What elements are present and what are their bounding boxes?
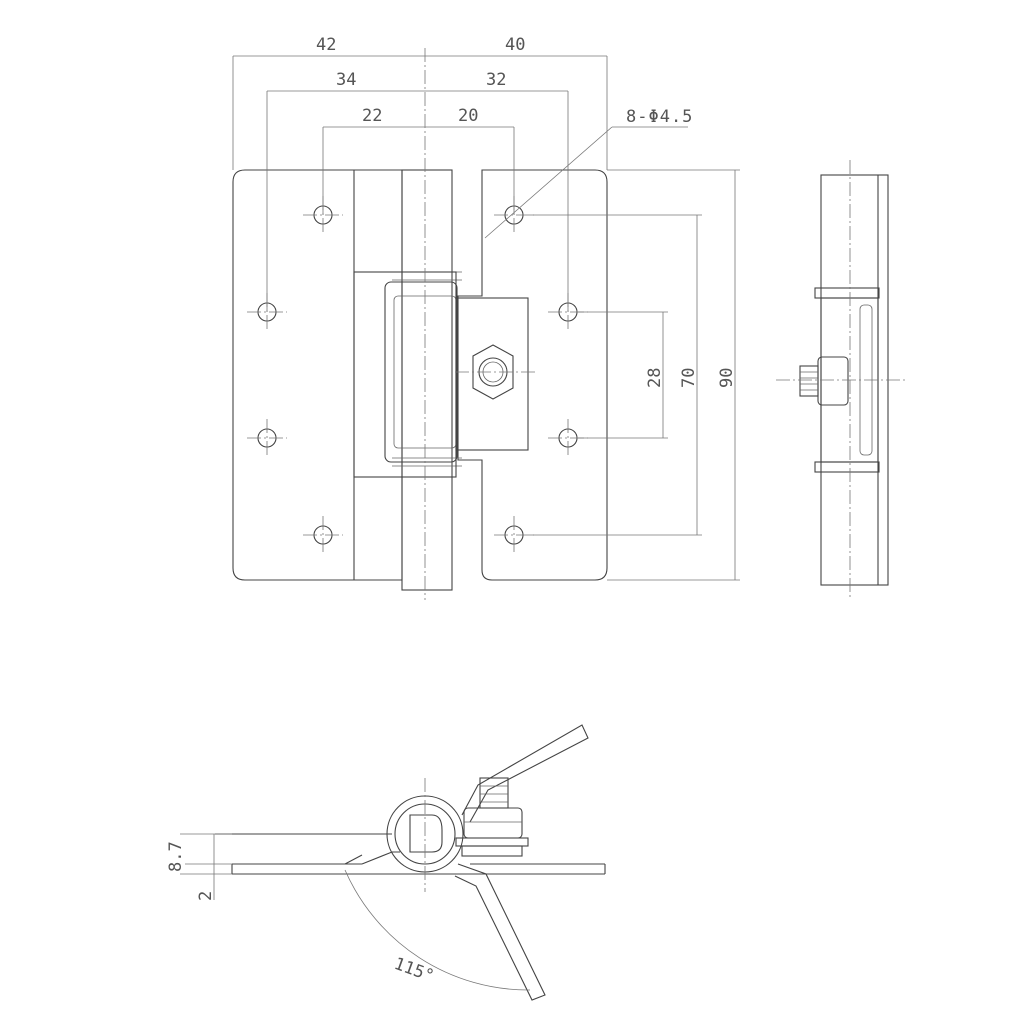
hinge-knuckle [401, 169, 453, 591]
spring-housing [353, 271, 457, 478]
dim-40: 40 [505, 35, 525, 55]
dim-22: 22 [362, 106, 382, 126]
angle-arc [344, 869, 531, 991]
angle-label: 115° [391, 954, 436, 987]
left-leaf [232, 169, 403, 581]
hole-callout-label: 8-Φ4.5 [626, 107, 693, 127]
bolt-assembly [455, 777, 529, 857]
upper-lever [461, 724, 589, 823]
bottom-left-dimensions: 8.7 2 [166, 833, 232, 901]
hole-callout: 8-Φ4.5 [484, 107, 693, 239]
dim-90: 90 [717, 368, 737, 388]
dim-32: 32 [486, 70, 506, 90]
right-dimensions: 28 70 90 [530, 169, 740, 581]
dim-42: 42 [316, 35, 336, 55]
swung-leaf [454, 863, 546, 1001]
dim-20: 20 [458, 106, 478, 126]
tension-plate [455, 297, 529, 451]
mounting-holes [257, 205, 578, 545]
dim-34: 34 [336, 70, 356, 90]
right-leaf [457, 169, 608, 581]
front-view [232, 48, 608, 600]
dim-8-7: 8.7 [166, 841, 186, 872]
top-dimensions: 42 40 34 32 22 20 [232, 35, 608, 312]
dim-2: 2 [196, 891, 216, 901]
dim-28: 28 [645, 368, 665, 388]
bottom-view: 115° [215, 724, 606, 1001]
side-view [776, 160, 905, 600]
dim-70: 70 [679, 368, 699, 388]
